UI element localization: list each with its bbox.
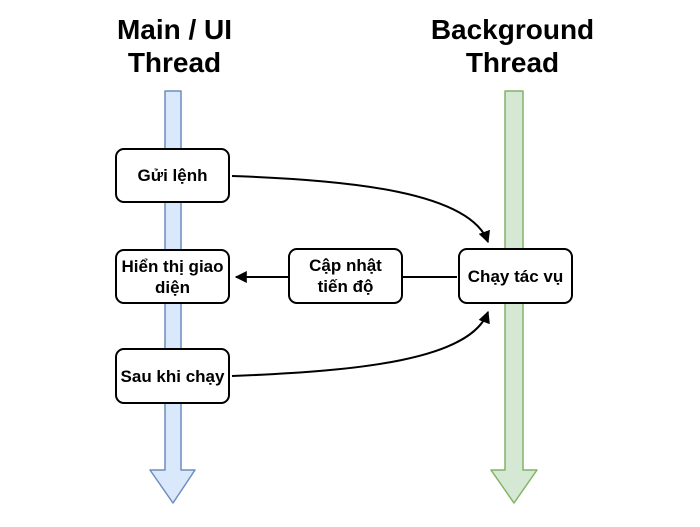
node-display-ui: Hiển thị giao diện [115, 249, 230, 304]
main-thread-heading: Main / UI Thread [116, 14, 233, 78]
node-after-run: Sau khi chạy [115, 348, 230, 404]
node-update-progress: Cập nhật tiến độ [288, 248, 403, 304]
node-run-task: Chạy tác vụ [458, 248, 573, 304]
node-send-command: Gửi lệnh [115, 148, 230, 203]
connector-send-to-run [231, 175, 490, 244]
connector-after-to-run [231, 310, 490, 377]
background-thread-heading: Background Thread [430, 14, 595, 78]
